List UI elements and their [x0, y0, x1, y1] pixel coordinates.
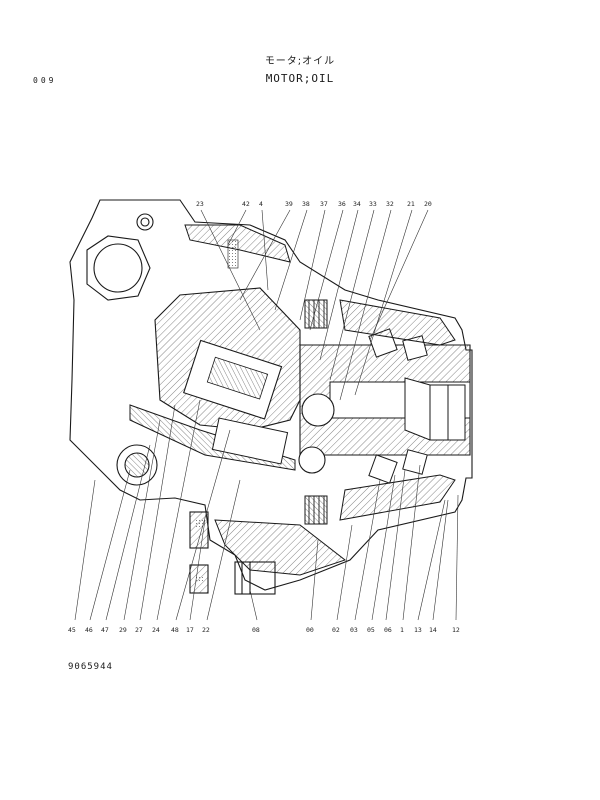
bottom-callouts: 45 46 47 29 27 24 48 17 22 08 00 02 03 0… [68, 626, 460, 634]
callout-label: 38 [302, 200, 310, 208]
callout-label: 47 [101, 626, 109, 634]
page-number: 009 [33, 76, 57, 85]
callout-label: 29 [119, 626, 127, 634]
callout-label: 45 [68, 626, 76, 634]
callout-label: 17 [186, 626, 194, 634]
callout-label: 13 [414, 626, 422, 634]
callout-label: 36 [338, 200, 346, 208]
bearing-lower-1 [368, 454, 398, 484]
ball-joint-upper [301, 393, 335, 427]
callout-label: 46 [85, 626, 93, 634]
bolt-boss [93, 243, 143, 293]
callout-label: 1 [400, 626, 404, 634]
callout-label: 00 [306, 626, 314, 634]
callout-label: 32 [386, 200, 394, 208]
friction-plates-upper [304, 299, 328, 329]
callout-label: 06 [384, 626, 392, 634]
title-english: MOTOR;OIL [265, 72, 335, 85]
callout-label: 12 [452, 626, 460, 634]
callout-label: 4 [259, 200, 263, 208]
callout-label: 23 [196, 200, 204, 208]
title-japanese: モータ;オイル [264, 56, 336, 67]
callout-label: 08 [252, 626, 260, 634]
housing-outline [69, 199, 473, 591]
callout-label: 34 [353, 200, 361, 208]
callout-label: 02 [332, 626, 340, 634]
callout-label: 22 [202, 626, 210, 634]
callout-label: 33 [369, 200, 377, 208]
callout-label: 05 [367, 626, 375, 634]
hex-bolt-head [86, 235, 151, 301]
callout-label: 21 [407, 200, 415, 208]
callout-label: 39 [285, 200, 293, 208]
friction-plates-lower [304, 495, 328, 525]
callout-label: 42 [242, 200, 250, 208]
callout-label: 20 [424, 200, 432, 208]
bearing-lower-2 [402, 449, 428, 475]
callout-label: 48 [171, 626, 179, 634]
callout-label: 03 [350, 626, 358, 634]
callout-label: 37 [320, 200, 328, 208]
drawing-number: 9065944 [68, 662, 113, 672]
callout-label: 24 [152, 626, 160, 634]
callout-label: 14 [429, 626, 437, 634]
lower-plug [116, 444, 158, 486]
ball-joint-lower [298, 446, 326, 474]
top-callouts: 23 42 4 39 38 37 36 34 33 32 21 20 [196, 200, 432, 208]
callout-label: 27 [135, 626, 143, 634]
small-plug [136, 213, 154, 231]
